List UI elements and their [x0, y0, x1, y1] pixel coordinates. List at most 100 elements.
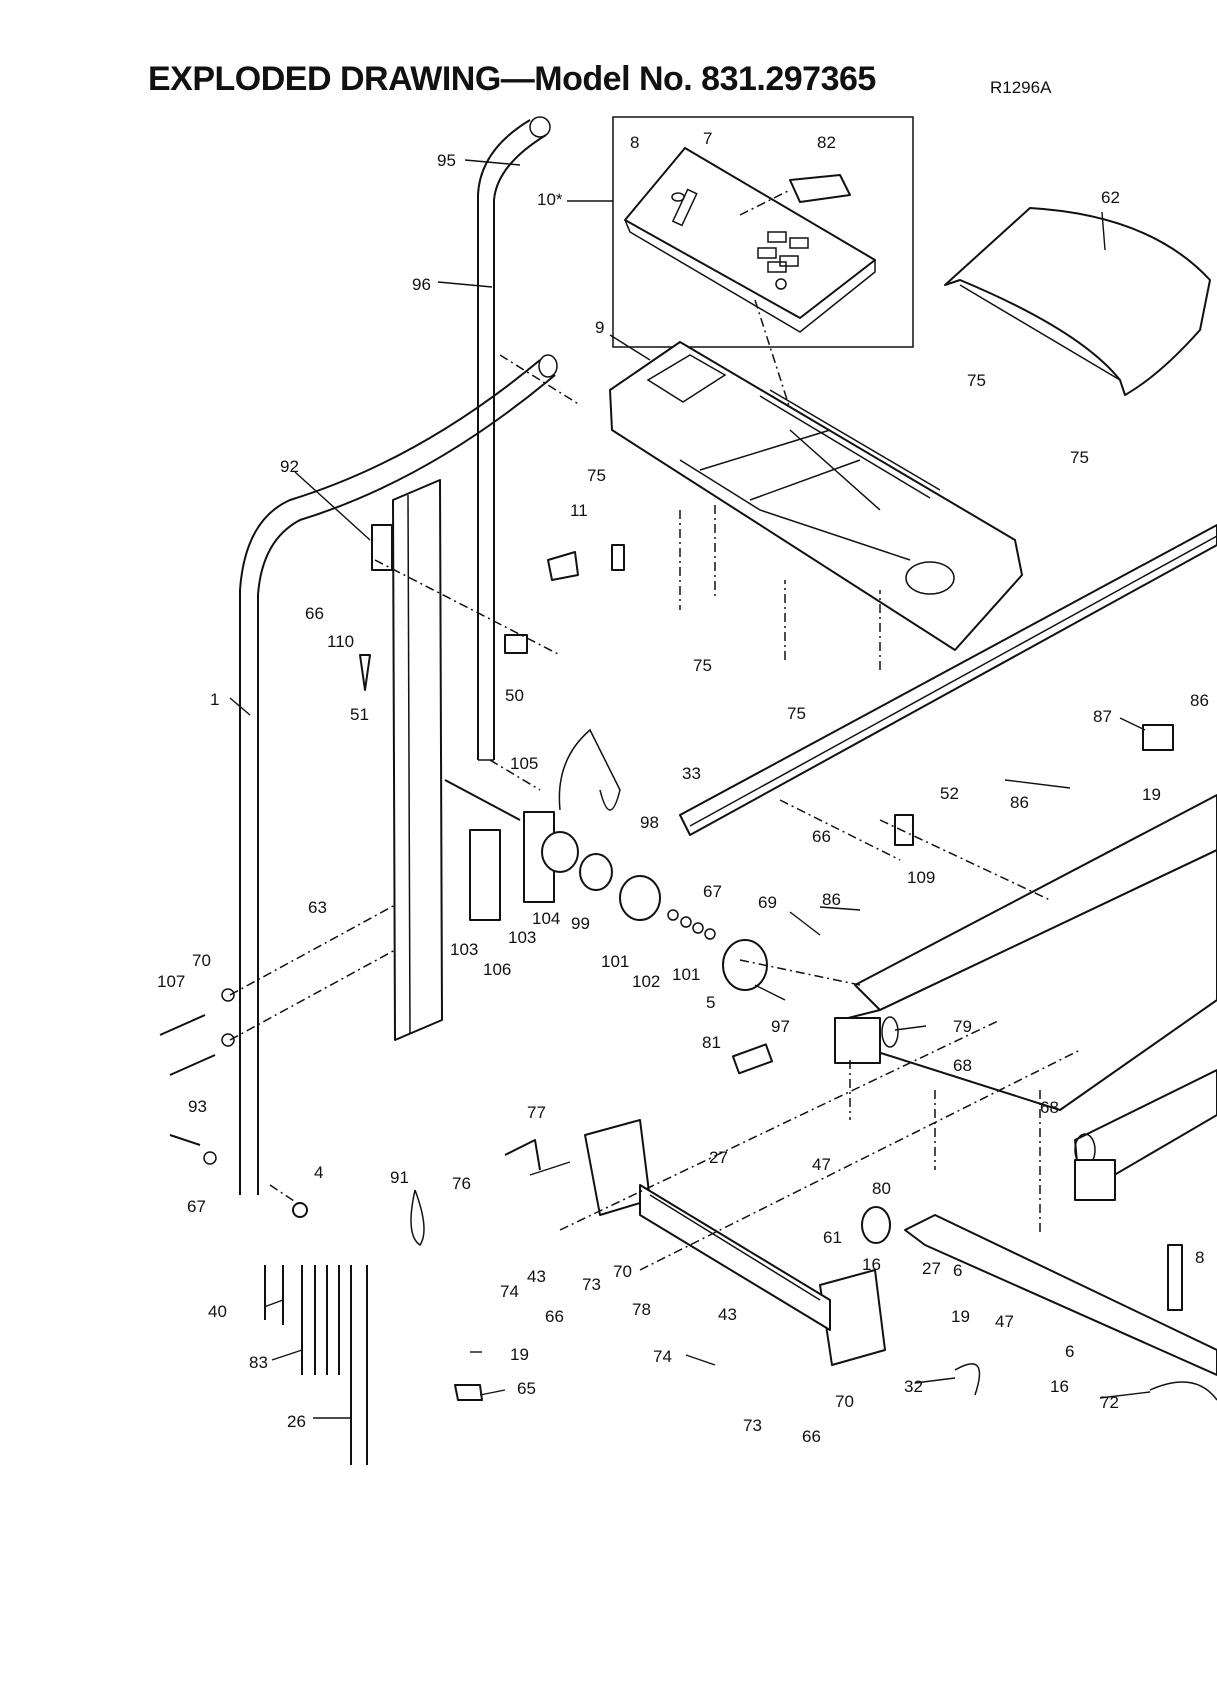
callout-86: 86 [1190, 691, 1209, 710]
callout-5: 5 [706, 993, 715, 1012]
console-button [775, 278, 787, 290]
console-key [767, 261, 787, 273]
callout-99: 99 [571, 914, 590, 933]
clip-50 [504, 634, 528, 654]
callout-103: 103 [450, 940, 478, 959]
callout-72: 72 [1100, 1393, 1119, 1412]
callout-101: 101 [672, 965, 700, 984]
callout-16: 16 [862, 1255, 881, 1274]
callout-70: 70 [613, 1262, 632, 1281]
bracket-11 [547, 551, 579, 581]
console-panel-edge [624, 219, 876, 333]
callout-8: 8 [630, 133, 639, 152]
callout-101: 101 [601, 952, 629, 971]
callout-79: 79 [953, 1017, 972, 1036]
part-7-bar [671, 188, 698, 227]
callout-43: 43 [527, 1267, 546, 1286]
callout-96: 96 [412, 275, 431, 294]
console-key [779, 255, 799, 267]
callout-106: 106 [483, 960, 511, 979]
console-inset [612, 116, 914, 441]
washer-102 [680, 916, 692, 928]
callout-63: 63 [308, 898, 327, 917]
drawing-title: EXPLODED DRAWING—Model No. 831.297365 [148, 60, 876, 98]
callout-82: 82 [817, 133, 836, 152]
callout-1: 1 [210, 690, 219, 709]
tie-91 [410, 1189, 425, 1247]
bracket-106 [469, 829, 501, 921]
callout-40: 40 [208, 1302, 227, 1321]
callout-98: 98 [640, 813, 659, 832]
deck-front [854, 794, 1217, 1011]
part-8-knob [671, 192, 685, 202]
callout-75: 75 [787, 704, 806, 723]
callout-66: 66 [812, 827, 831, 846]
console-tray [646, 354, 727, 403]
cup-holder [905, 561, 955, 595]
console-key [767, 231, 787, 243]
axle-tube [904, 1214, 1217, 1376]
callout-68: 68 [1040, 1098, 1059, 1117]
callout-9: 9 [595, 318, 604, 337]
callout-27: 27 [709, 1148, 728, 1167]
callout-74: 74 [653, 1347, 672, 1366]
callout-97: 97 [771, 1017, 790, 1036]
callout-86: 86 [822, 890, 841, 909]
callout-6: 6 [953, 1261, 962, 1280]
callout-4: 4 [314, 1163, 323, 1182]
decal-82 [789, 174, 851, 203]
callout-73: 73 [582, 1275, 601, 1294]
washer-70 [221, 1033, 235, 1047]
callout-70: 70 [192, 951, 211, 970]
callout-19: 19 [951, 1307, 970, 1326]
callout-93: 93 [188, 1097, 207, 1116]
motor-hood [944, 207, 1211, 396]
callout-83: 83 [249, 1353, 268, 1372]
frame-uprights [239, 116, 558, 1195]
callout-75: 75 [967, 371, 986, 390]
bushing-104 [541, 831, 579, 873]
callout-7: 7 [703, 129, 712, 148]
handrail-96-outer [477, 119, 531, 760]
washer-5 [704, 928, 716, 940]
callout-32: 32 [904, 1377, 923, 1396]
callout-6: 6 [1065, 1342, 1074, 1361]
callout-69: 69 [758, 893, 777, 912]
callout-87: 87 [1093, 707, 1112, 726]
callout-109: 109 [907, 868, 935, 887]
frame-end-right [819, 1269, 886, 1366]
callout-80: 80 [872, 1179, 891, 1198]
console-panel [624, 147, 876, 319]
callout-77: 77 [527, 1103, 546, 1122]
part-72 [1149, 1381, 1217, 1401]
pad-81 [731, 1043, 773, 1075]
callout-51: 51 [350, 705, 369, 724]
console-base [609, 341, 1023, 651]
callout-67: 67 [703, 882, 722, 901]
nut-4 [292, 1202, 308, 1218]
bolt-107 [159, 1014, 206, 1036]
cable-clip-11 [611, 544, 625, 571]
bracket-87 [1142, 724, 1174, 751]
strap-8 [1167, 1244, 1183, 1311]
bolt-105 [444, 779, 521, 821]
bolt-107 [169, 1054, 216, 1076]
front-roller-block [834, 1017, 881, 1064]
callout-19: 19 [1142, 785, 1161, 804]
callout-75: 75 [1070, 448, 1089, 467]
console-key [789, 237, 809, 249]
bracket-52 [894, 814, 914, 846]
callout-73: 73 [743, 1416, 762, 1435]
callout-76: 76 [452, 1174, 471, 1193]
callout-103: 103 [508, 928, 536, 947]
console-base-body [609, 341, 1023, 651]
leader-lines [229, 159, 1151, 1419]
callout-66: 66 [802, 1427, 821, 1446]
front-roller-79 [881, 1016, 899, 1048]
callout-91: 91 [390, 1168, 409, 1187]
callout-27: 27 [922, 1259, 941, 1278]
callout-16: 16 [1050, 1377, 1069, 1396]
callout-75: 75 [587, 466, 606, 485]
bracket-77 [504, 1139, 541, 1171]
callout-labels: 95 96 10* 8 7 82 62 75 9 75 75 92 11 66 … [157, 129, 1209, 1446]
